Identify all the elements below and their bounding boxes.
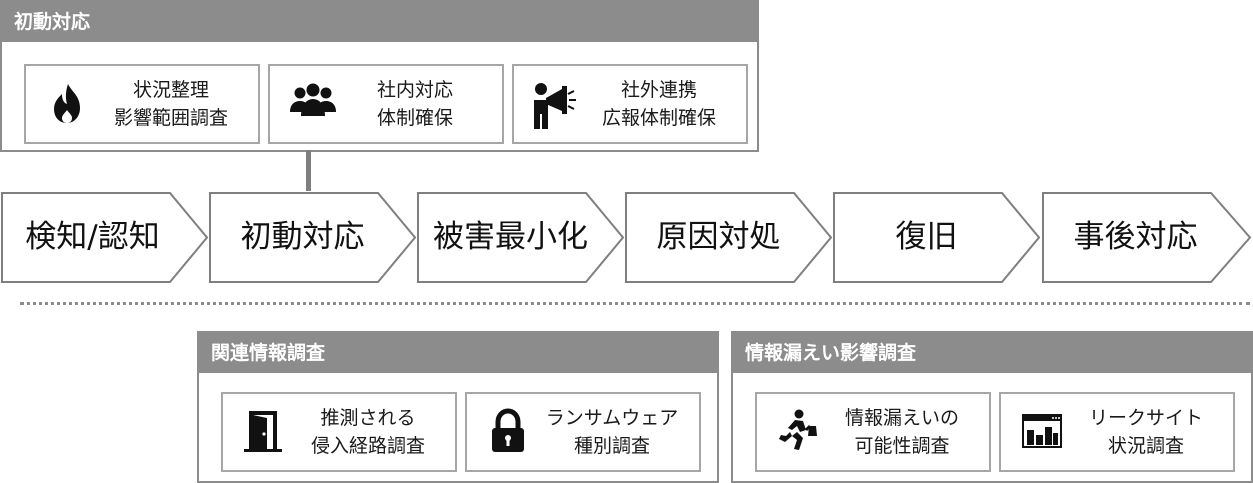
related-investigation-panel: 関連情報調査 推測される 侵入経路調査 ランサムウェア xyxy=(197,331,719,483)
situation-card: 状況整理 影響範囲調査 xyxy=(24,64,260,144)
door-icon xyxy=(241,408,287,454)
flame-icon xyxy=(44,80,90,126)
leak-investigation-panel: 情報漏えい影響調査 情報漏えいの 可能性調査 xyxy=(731,331,1253,483)
process-flow: 検知/認知 初動対応 被害最小化 原因対処 復旧 事後対応 xyxy=(0,191,1253,284)
card-line: 侵入経路調査 xyxy=(310,435,425,457)
card-line: 可能性調査 xyxy=(854,435,950,457)
initial-response-panel: 初動対応 状況整理 影響範囲調査 社内対応 体制確保 xyxy=(0,0,759,152)
card-line: リークサイト xyxy=(1088,407,1203,429)
panel-connector xyxy=(306,150,311,191)
step-arrow xyxy=(209,192,417,283)
runner-icon xyxy=(775,408,821,454)
external-liaison-card: 社外連携 広報体制確保 xyxy=(512,64,748,144)
card-line: 種別調査 xyxy=(573,435,650,457)
step-arrow xyxy=(1,192,209,283)
card-line: ランサムウェア xyxy=(545,407,679,429)
card-line: 状況調査 xyxy=(1107,435,1184,457)
leak-investigation-header: 情報漏えい影響調査 xyxy=(733,333,1251,373)
step-initial-response: 初動対応 xyxy=(240,219,365,255)
initial-response-header: 初動対応 xyxy=(2,2,757,42)
card-line: 社内対応 xyxy=(376,79,453,101)
card-line: 体制確保 xyxy=(376,107,453,129)
leak-site-icon xyxy=(1019,408,1065,454)
card-line: 影響範囲調査 xyxy=(113,107,228,129)
card-line: 広報体制確保 xyxy=(601,107,716,129)
step-detection: 検知/認知 xyxy=(25,219,160,255)
people-icon xyxy=(288,80,336,126)
card-line: 情報漏えいの xyxy=(844,407,959,429)
step-damage-minimization: 被害最小化 xyxy=(433,219,588,255)
card-line: 社外連携 xyxy=(620,79,697,101)
related-investigation-header: 関連情報調査 xyxy=(199,333,717,373)
card-line: 状況整理 xyxy=(132,79,209,101)
step-arrow xyxy=(625,192,833,283)
leak-possibility-card: 情報漏えいの 可能性調査 xyxy=(755,392,991,472)
intrusion-route-card: 推測される 侵入経路調査 xyxy=(221,392,457,472)
megaphone-icon xyxy=(532,80,578,129)
card-line: 推測される xyxy=(320,407,416,429)
step-arrow xyxy=(417,192,625,283)
dotted-divider xyxy=(20,302,1250,305)
step-arrow xyxy=(833,192,1041,283)
internal-response-card: 社内対応 体制確保 xyxy=(268,64,504,144)
step-arrow xyxy=(1042,192,1252,283)
process-arrows xyxy=(1,192,1252,283)
lock-icon xyxy=(485,408,531,454)
step-root-cause: 原因対処 xyxy=(656,219,781,255)
leak-site-card: リークサイト 状況調査 xyxy=(999,392,1235,472)
step-post-incident: 事後対応 xyxy=(1073,219,1198,255)
ransomware-type-card: ランサムウェア 種別調査 xyxy=(465,392,701,472)
step-recovery: 復旧 xyxy=(895,219,958,255)
